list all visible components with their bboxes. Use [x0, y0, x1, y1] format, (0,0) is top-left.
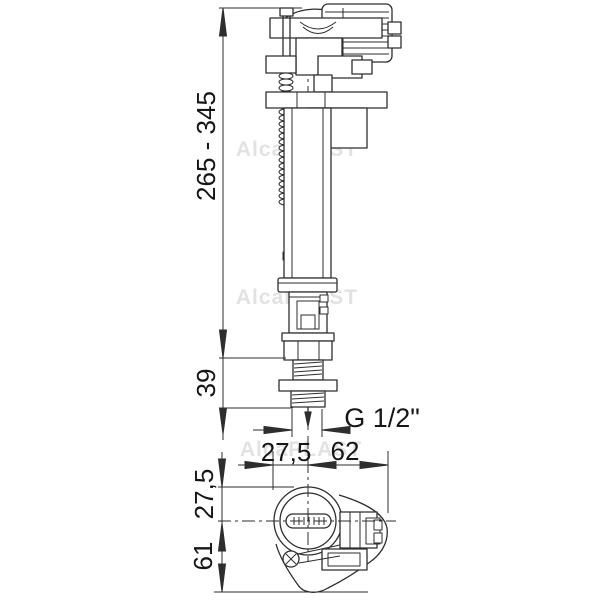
dimension-height-range: 265 - 345 — [191, 91, 221, 201]
cap-tab — [387, 35, 402, 49]
hex-nut — [281, 332, 335, 361]
top-view — [218, 436, 396, 593]
shutoff-mechanism — [288, 291, 329, 334]
threaded-shank — [278, 359, 338, 427]
dimension-center-to-bottom: 61 — [188, 541, 218, 571]
needle-tip — [304, 411, 312, 427]
tube-collar — [277, 277, 338, 293]
dimension-top-to-center: 27,5 — [189, 468, 219, 520]
watermark: AlcaPLAST — [239, 438, 363, 461]
dimension-shank-length: 39 — [191, 368, 221, 398]
neck — [313, 74, 333, 93]
rod-cap — [279, 7, 294, 17]
telescopic-tube — [283, 107, 332, 279]
shank-washer — [278, 379, 338, 392]
side-view — [265, 3, 402, 430]
dimension-lines — [214, 7, 389, 593]
dimension-thread-size: G 1/2" — [344, 403, 420, 433]
dimension-center-offset-left: 27,5 — [260, 437, 312, 467]
dimension-center-offset-right: 62 — [330, 436, 360, 466]
mounting-bar — [265, 91, 388, 109]
pivot-screw — [282, 550, 300, 568]
cap-tab — [387, 21, 402, 35]
left-bracket — [265, 55, 297, 74]
